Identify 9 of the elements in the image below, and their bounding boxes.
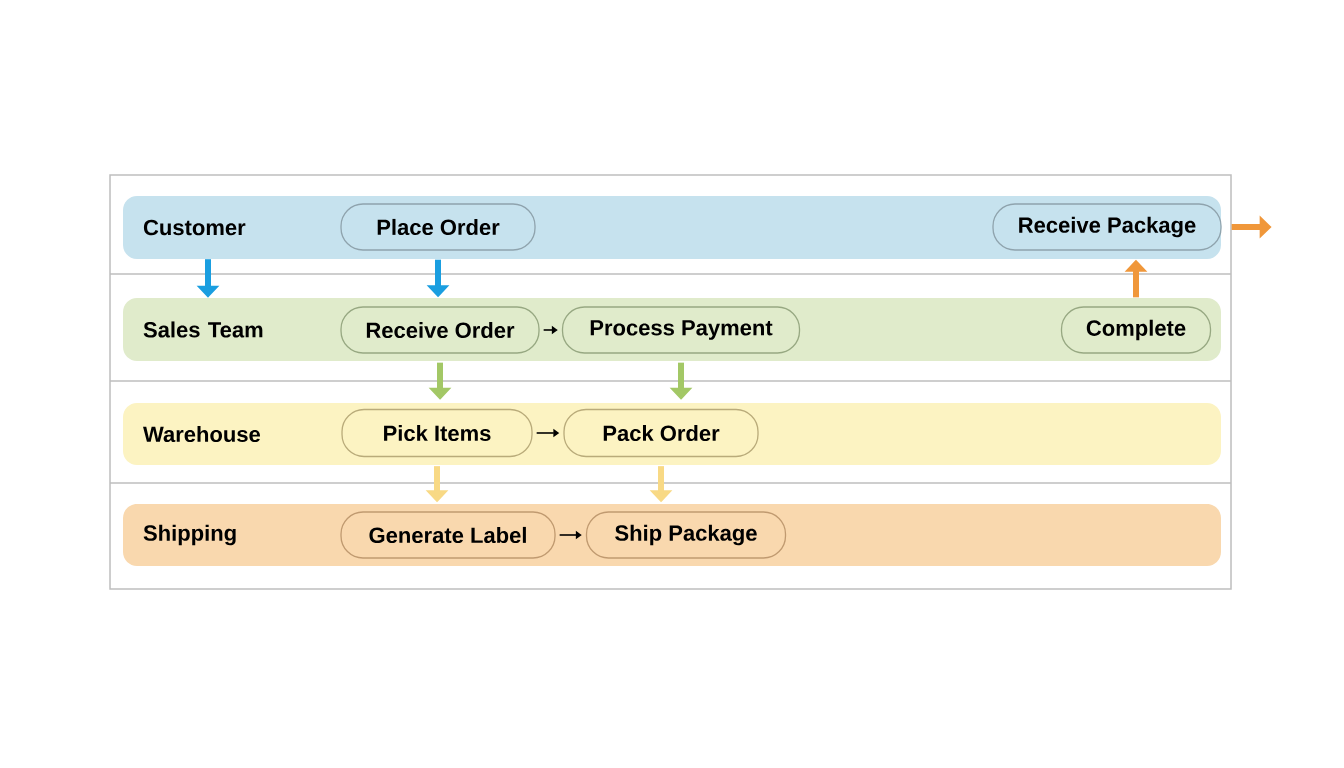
process-box: Generate Label (340, 511, 556, 559)
process-box: Place Order (340, 203, 536, 251)
process-box: Receive Order (340, 306, 540, 354)
process-box: Process Payment (561, 306, 801, 354)
process-box: Ship Package (585, 511, 787, 559)
process-box: Pick Items (341, 408, 533, 458)
process-box: Receive Package (992, 203, 1222, 251)
process-box: Pack Order (563, 408, 759, 458)
process-box: Complete (1060, 306, 1212, 354)
